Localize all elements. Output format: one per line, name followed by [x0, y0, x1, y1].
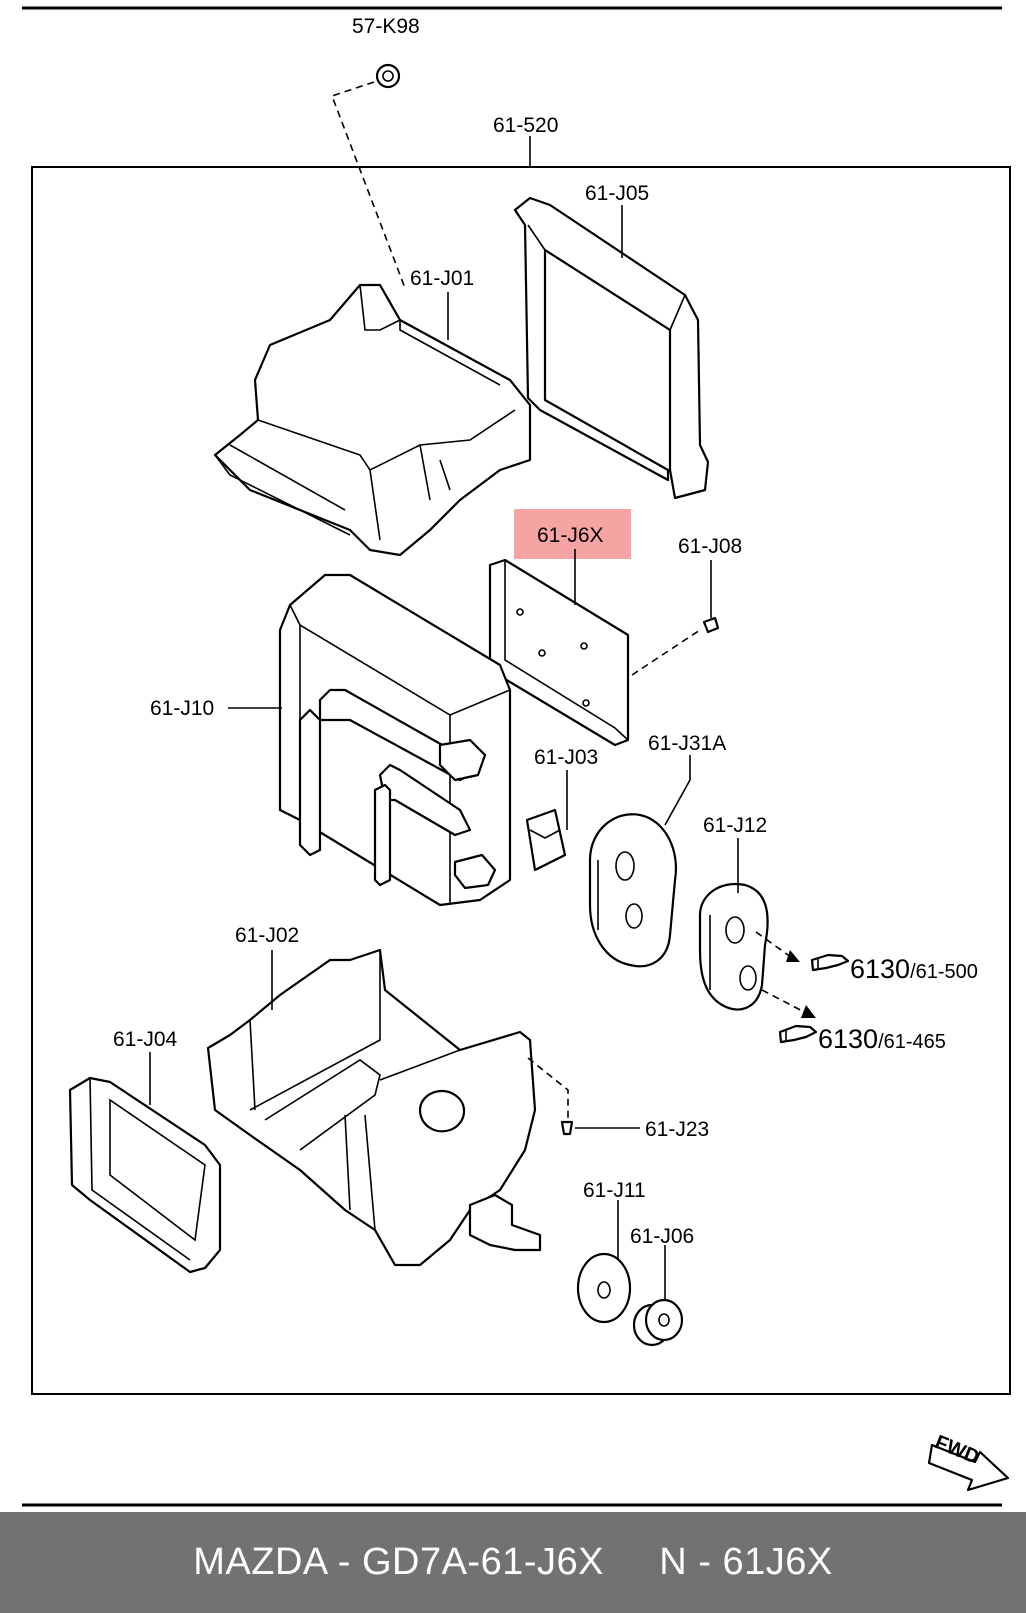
part-61-j05-frame [513, 196, 710, 500]
ref-6130-61-465: 6130/61-465 [818, 1024, 946, 1054]
part-61-j03-bracket [525, 770, 568, 872]
label-61-j05: 61-J05 [585, 182, 649, 205]
part-61-j08-clip [702, 560, 720, 634]
part-61-j02-lower-case [206, 948, 569, 1267]
highlight-61-j6x [514, 509, 631, 559]
label-61-j6x: 61-J6X [537, 524, 604, 547]
label-61-j04: 61-J04 [113, 1028, 178, 1051]
label-61-j12: 61-J12 [703, 814, 767, 837]
label-61-j01: 61-J01 [410, 267, 474, 290]
pointing-hand-icon [778, 1024, 818, 1044]
label-61-j06: 61-J06 [630, 1225, 694, 1248]
forward-arrow-icon: FWD [927, 1431, 1010, 1492]
part-61-j01-upper-case [213, 283, 532, 557]
part-61-j12-grommet [698, 838, 816, 1018]
label-61-j08: 61-J08 [678, 535, 742, 558]
label-61-j03: 61-J03 [534, 746, 598, 769]
part-61-j23-screw [560, 1120, 640, 1136]
part-61-j04-seal [68, 1052, 222, 1274]
footer-text: MAZDA - GD7A-61-J6X N - 61J6X [193, 1541, 833, 1583]
label-57-k98: 57-K98 [352, 15, 420, 38]
part-61-j31a-gasket [588, 755, 691, 968]
assembly-frame [31, 166, 1011, 1395]
part-number-footer: MAZDA - GD7A-61-J6X N - 61J6X [0, 1512, 1026, 1613]
part-57-k98-nut [330, 63, 406, 289]
label-61-j10: 61-J10 [150, 697, 214, 720]
parts-diagram: FWD 57-K98 61-520 61-J05 61-J01 61-J6X 6… [22, 6, 1011, 1507]
part-61-j11-washer [576, 1200, 632, 1324]
label-61-520: 61-520 [493, 114, 558, 137]
label-61-j02: 61-J02 [235, 924, 299, 947]
pointing-hand-icon [810, 953, 850, 972]
ref-6130-61-500: 6130/61-500 [850, 954, 978, 984]
part-61-j06-bushing [632, 1245, 684, 1347]
part-61-j10-evaporator [228, 573, 512, 907]
label-61-j11: 61-J11 [583, 1179, 646, 1202]
label-61-j23: 61-J23 [645, 1118, 709, 1141]
label-61-j31a: 61-J31A [648, 732, 726, 755]
part-61-j6x-filter [488, 509, 701, 747]
